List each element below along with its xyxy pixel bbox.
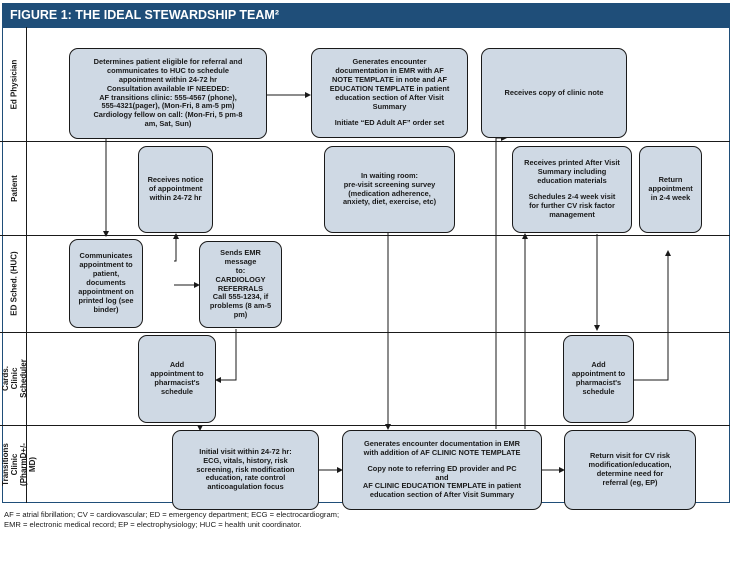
box-line: Schedules 2-4 week visit <box>528 192 616 201</box>
box-receives-printed: Receives printed After Visit Summary inc… <box>512 146 632 233</box>
arrow-sends-to-addappt <box>215 329 237 383</box>
box-line: pharmacist's <box>575 378 622 387</box>
box-line: pre-visit screening survey <box>343 179 436 189</box>
box-add-appointment-left: Add appointment to pharmacist's schedule <box>138 335 216 423</box>
box-line: appointment within 24-72 hr <box>118 74 218 84</box>
box-line: education, rate control <box>205 473 286 483</box>
box-line: Copy note to referring ED provider and P… <box>367 463 517 473</box>
figure-title: FIGURE 1: THE IDEAL STEWARDSHIP TEAM² <box>2 3 730 27</box>
box-line: pm) <box>233 310 248 320</box>
box-line: referral (eg, EP) <box>602 477 658 487</box>
box-generate-documentation: Generates encounter documentation in EMR… <box>311 48 468 138</box>
box-line: EDUCATION TEMPLATE in patient <box>329 84 450 94</box>
box-line: to: <box>235 265 246 275</box>
box-line: Summary including <box>537 167 607 177</box>
box-line: Determines patient eligible for referral… <box>93 56 243 66</box>
legend-line: EMR = electronic medical record; EP = el… <box>4 519 302 529</box>
box-line: determine need for <box>596 469 664 478</box>
box-line: patient, <box>92 269 120 279</box>
box-line: Return <box>658 175 683 185</box>
box-line: appointment <box>648 184 693 194</box>
box-line: Initiate “ED Adult AF” order set <box>334 117 445 127</box>
arrow-communicates-to-notice <box>173 233 179 262</box>
box-return-appointment: Return appointment in 2-4 week <box>639 146 702 233</box>
box-line: education section of After Visit <box>335 92 444 102</box>
box-line: printed log (see <box>78 295 134 305</box>
box-line: for further CV risk factor <box>529 200 615 210</box>
box-line: Call 555-1234, if <box>212 292 269 302</box>
box-communicates-appointment: Communicates appointment to patient, doc… <box>69 239 143 328</box>
box-line: Generates encounter documentation in EMR <box>363 438 521 448</box>
box-line: NOTE TEMPLATE in note and AF <box>332 75 447 85</box>
box-line: anticoagulation focus <box>207 482 284 492</box>
abbreviation-legend: AF = atrial fibrillation; CV = cardiovas… <box>4 510 728 529</box>
box-line: Communicates <box>79 251 133 261</box>
box-line: modification/education, <box>588 460 672 470</box>
box-clinic-documentation: Generates encounter documentation in EMR… <box>342 430 542 510</box>
lane-divider <box>0 141 730 142</box>
box-line: Receives notice <box>147 175 204 185</box>
box-line: Receives printed After Visit <box>524 158 620 168</box>
box-waiting-room: In waiting room: pre-visit screening sur… <box>324 146 455 233</box>
box-line: Add <box>169 360 185 370</box>
box-line: ECG, vitals, history, risk <box>203 455 288 465</box>
box-line: appointment to <box>79 260 133 270</box>
box-line: AF CLINIC EDUCATION TEMPLATE in patient <box>362 481 522 491</box>
arrow-clinicdoc-to-copy <box>495 135 507 429</box>
box-return-visit: Return visit for CV risk modification/ed… <box>564 430 696 510</box>
lane-divider <box>0 235 730 236</box>
box-line: Cardiology fellow on call: (Mon-Fri, 5 p… <box>93 110 243 120</box>
box-line: documentation in EMR with AF <box>335 66 444 76</box>
box-line: appointment to <box>150 369 204 379</box>
box-line: Generates encounter <box>352 57 427 67</box>
box-line: binder) <box>93 304 119 314</box>
box-line: education materials <box>537 176 607 186</box>
legend-line: AF = atrial fibrillation; CV = cardiovas… <box>4 510 340 519</box>
box-line: documents <box>86 278 126 288</box>
box-line: of appointment <box>148 184 203 194</box>
box-line: within 24-72 hr <box>149 192 202 202</box>
lane-divider <box>0 332 730 333</box>
box-line: schedule <box>582 386 615 396</box>
box-line: screening, risk modification <box>196 464 295 474</box>
box-line: problems (8 am-5 <box>209 301 272 311</box>
lane-divider <box>0 425 730 426</box>
box-line: appointment on <box>78 286 134 296</box>
box-receives-notice: Receives notice of appointment within 24… <box>138 146 213 233</box>
box-line: management <box>549 209 595 219</box>
box-add-appointment-right: Add appointment to pharmacist's schedule <box>563 335 634 423</box>
box-line: (medication adherence, <box>348 188 431 198</box>
box-line: Summary <box>372 101 407 111</box>
box-line: appointment to <box>571 369 626 379</box>
box-line: Return visit for CV risk <box>589 451 671 461</box>
box-receives-copy: Receives copy of clinic note <box>481 48 627 138</box>
box-line: 555-4321(pager), (Mon-Fri, 8 am-5 pm) <box>101 101 235 111</box>
box-line: AF transitions clinic: 555-4567 (phone), <box>99 92 237 102</box>
box-line: with addition of AF CLINIC NOTE TEMPLATE <box>363 447 521 457</box>
box-line: and <box>435 472 449 482</box>
box-line: Add <box>591 360 606 370</box>
box-initial-visit: Initial visit within 24-72 hr: ECG, vita… <box>172 430 319 510</box>
box-line: In waiting room: <box>360 170 419 180</box>
box-line: Initial visit within 24-72 hr: <box>199 446 292 456</box>
box-line: in 2-4 week <box>650 192 691 202</box>
box-line: education section of After Visit Summary <box>369 490 515 500</box>
box-determine-eligible: Determines patient eligible for referral… <box>69 48 267 139</box>
box-line: Receives copy of clinic note <box>504 87 604 97</box>
box-line: communicates to HUC to schedule <box>107 65 229 75</box>
box-line: CARDIOLOGY <box>215 274 266 284</box>
box-line: anxiety, diet, exercise, etc) <box>342 197 437 207</box>
box-line: am, Sat, Sun) <box>144 119 192 129</box>
box-line: schedule <box>160 386 194 396</box>
box-line: Sends EMR message <box>220 247 261 266</box>
box-line: REFERRALS <box>217 283 264 293</box>
lane-label-divider <box>26 27 27 503</box>
box-sends-emr: Sends EMR message to: CARDIOLOGY REFERRA… <box>199 241 282 328</box>
arrow-addappt-to-return <box>633 250 671 381</box>
box-line: Consultation available IF NEEDED: <box>106 83 230 93</box>
box-line: pharmacist's <box>154 378 200 387</box>
